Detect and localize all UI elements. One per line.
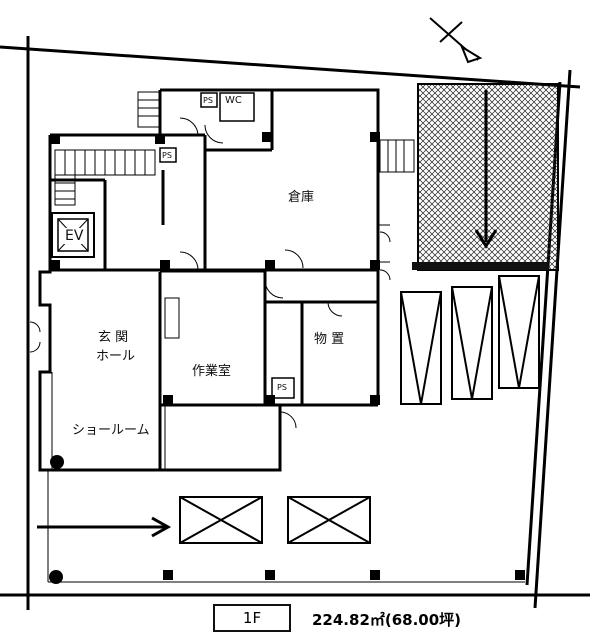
room-label-genkan: 玄 関	[98, 330, 129, 345]
building-walls	[38, 88, 380, 472]
ev-label: EV	[64, 228, 85, 244]
columns	[49, 132, 525, 584]
thin-lines	[47, 135, 525, 583]
ps-label-top: PS	[203, 96, 213, 105]
room-label-sagyoushitsu: 作業室	[192, 364, 232, 379]
hatched-area	[412, 83, 559, 271]
floor-area: 224.82㎡(68.00坪)	[312, 611, 462, 629]
room-label-hall: ホール	[96, 349, 136, 364]
ps-label-storage: PS	[277, 383, 287, 392]
parking-x-boxes	[179, 496, 371, 544]
north-arrow-icon	[429, 17, 483, 64]
floor-label: 1F	[213, 604, 291, 632]
stairs	[54, 91, 415, 206]
wc-label: WC	[225, 95, 242, 106]
entrance-arrow-icon	[37, 516, 172, 538]
parking-spaces	[400, 275, 540, 405]
ps-boxes	[159, 92, 295, 399]
door-swings	[29, 117, 391, 429]
room-label-showroom: ショールーム	[72, 423, 150, 438]
room-label-monooki: 物 置	[314, 332, 345, 347]
wc-box	[219, 92, 255, 122]
ps-label-stair: PS	[162, 151, 172, 160]
room-label-souko: 倉庫	[288, 190, 315, 205]
